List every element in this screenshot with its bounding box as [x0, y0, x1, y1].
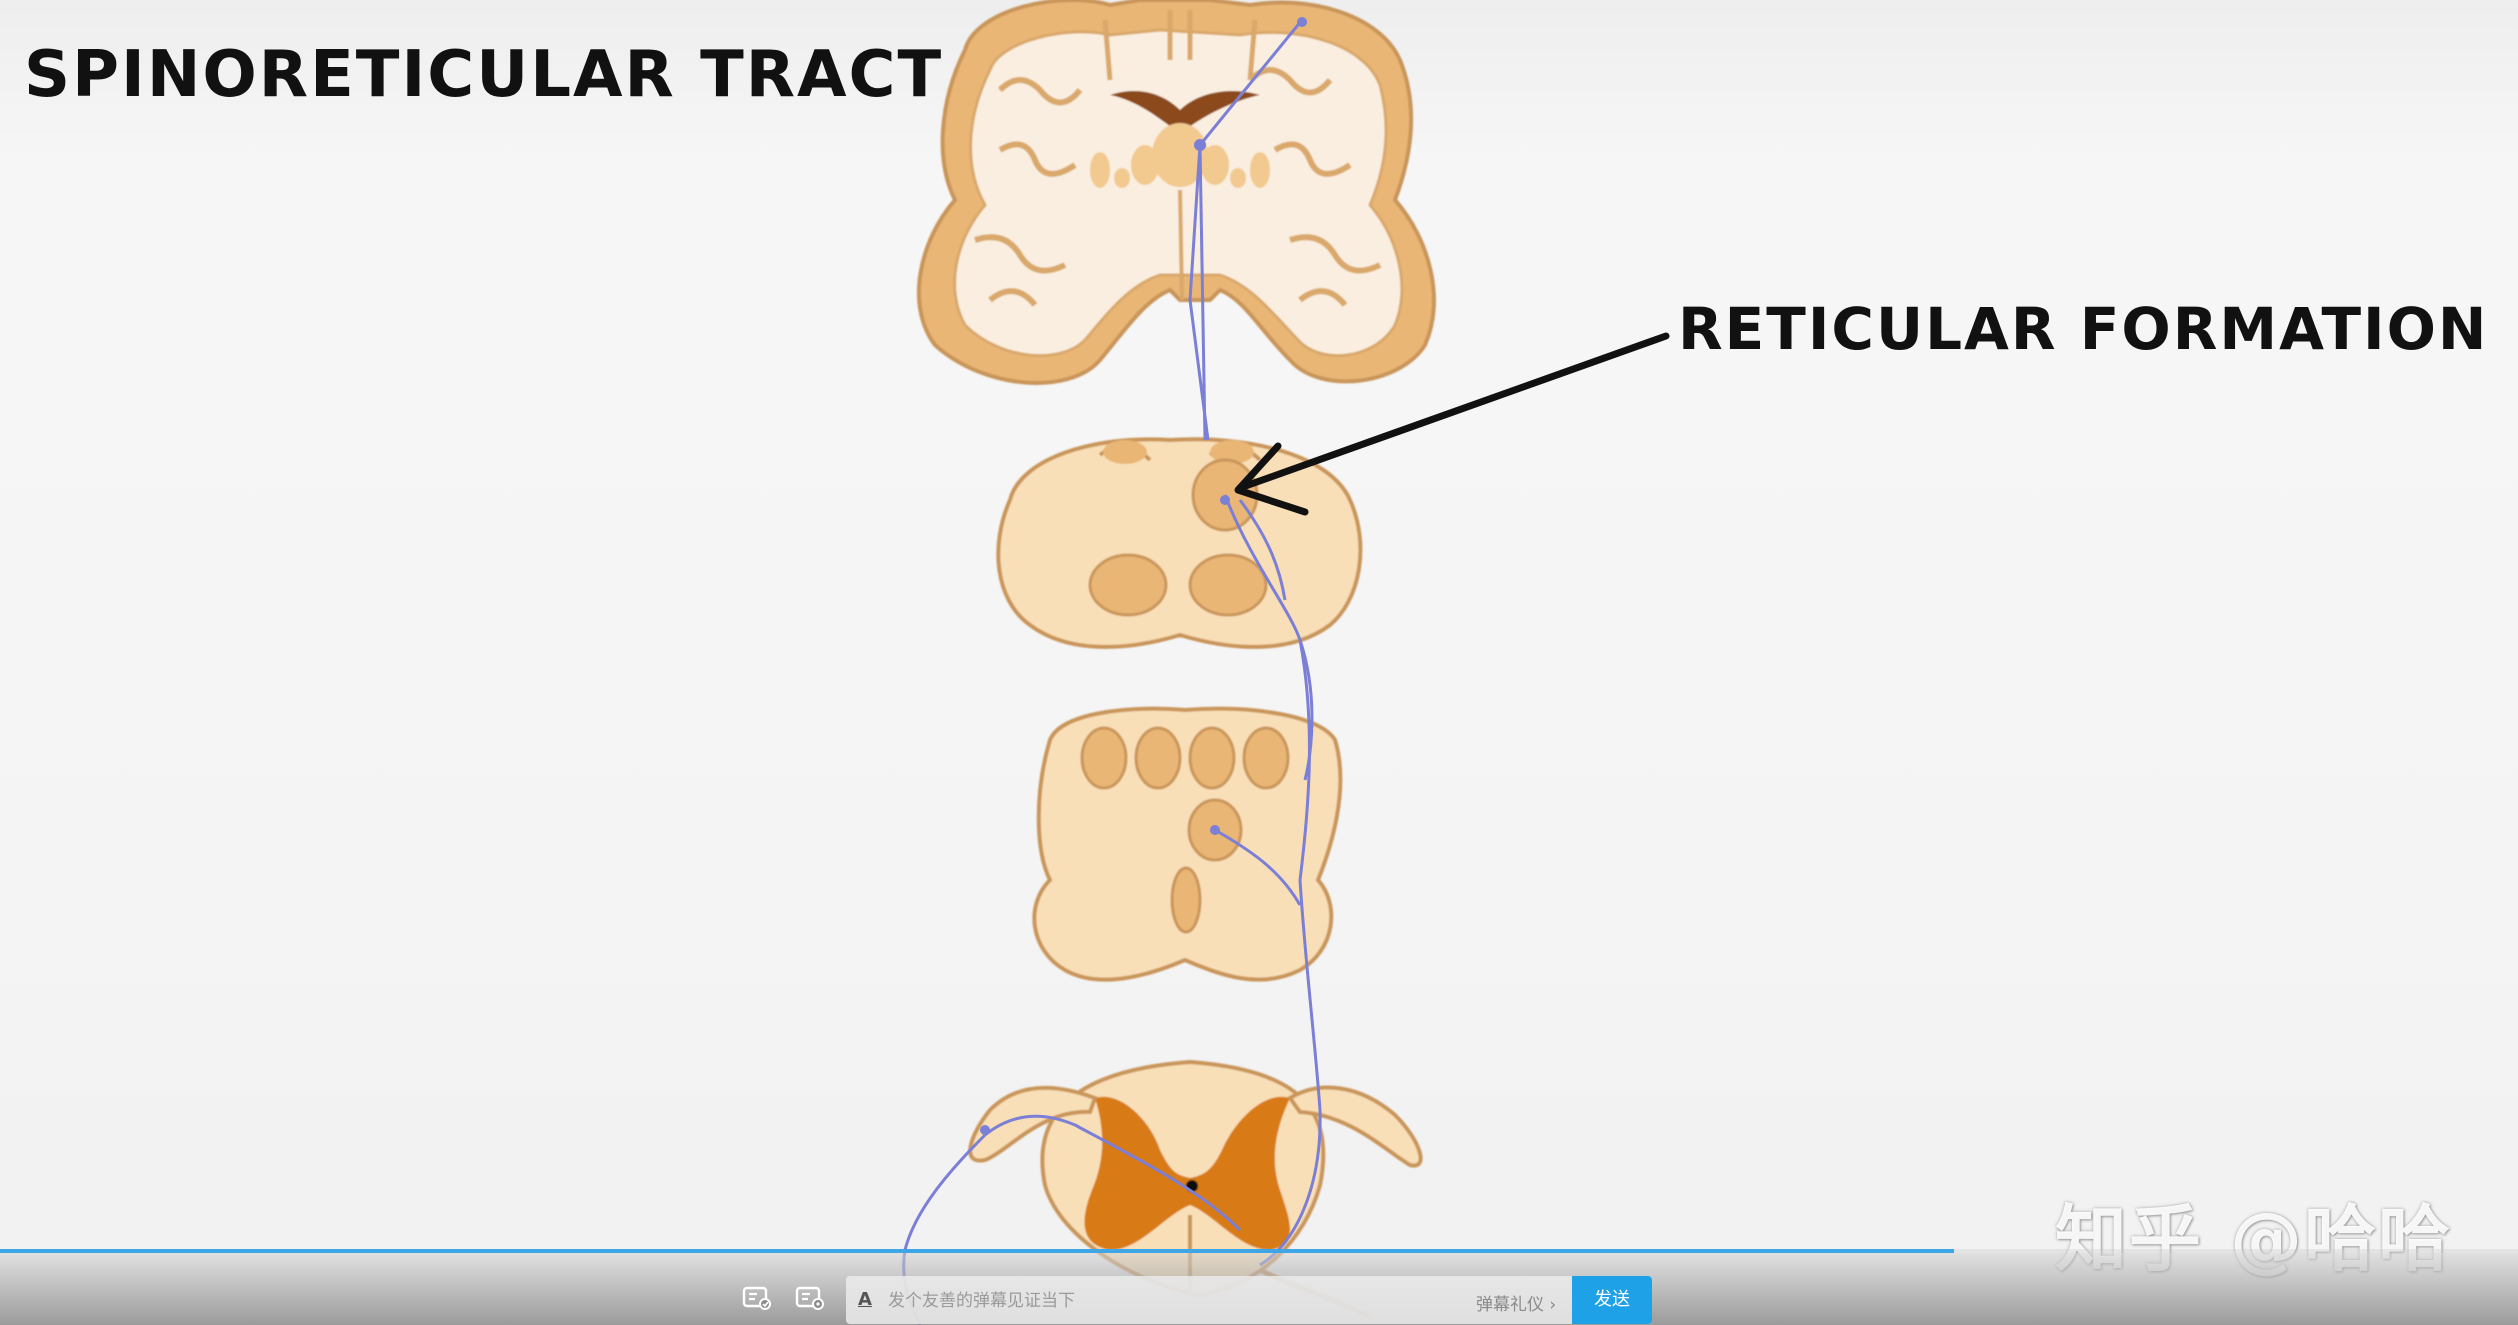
danmaku-input[interactable] [886, 1284, 1450, 1318]
progress-bar[interactable] [0, 1249, 2518, 1253]
tract-nodes [980, 17, 1307, 1135]
coronal-brain-section [916, 0, 1436, 385]
reticular-formation-label: RETICULAR FORMATION [1678, 295, 2489, 363]
progress-bar-fill [0, 1249, 1954, 1253]
medulla-section [1032, 706, 1343, 982]
danmaku-style-icon[interactable]: A [858, 1289, 872, 1310]
danmaku-settings-icon[interactable] [795, 1285, 825, 1311]
send-button[interactable]: 发送 [1572, 1276, 1652, 1324]
danmaku-toggle-icon[interactable] [742, 1285, 772, 1311]
video-title: SPINORETICULAR TRACT [24, 38, 944, 112]
brainstem-section-upper [996, 437, 1363, 649]
danmaku-etiquette-link[interactable]: 弹幕礼仪 › [1476, 1295, 1557, 1315]
spinal-cord-section [968, 1059, 1423, 1323]
reticular-formation-arrow [1234, 332, 1670, 516]
